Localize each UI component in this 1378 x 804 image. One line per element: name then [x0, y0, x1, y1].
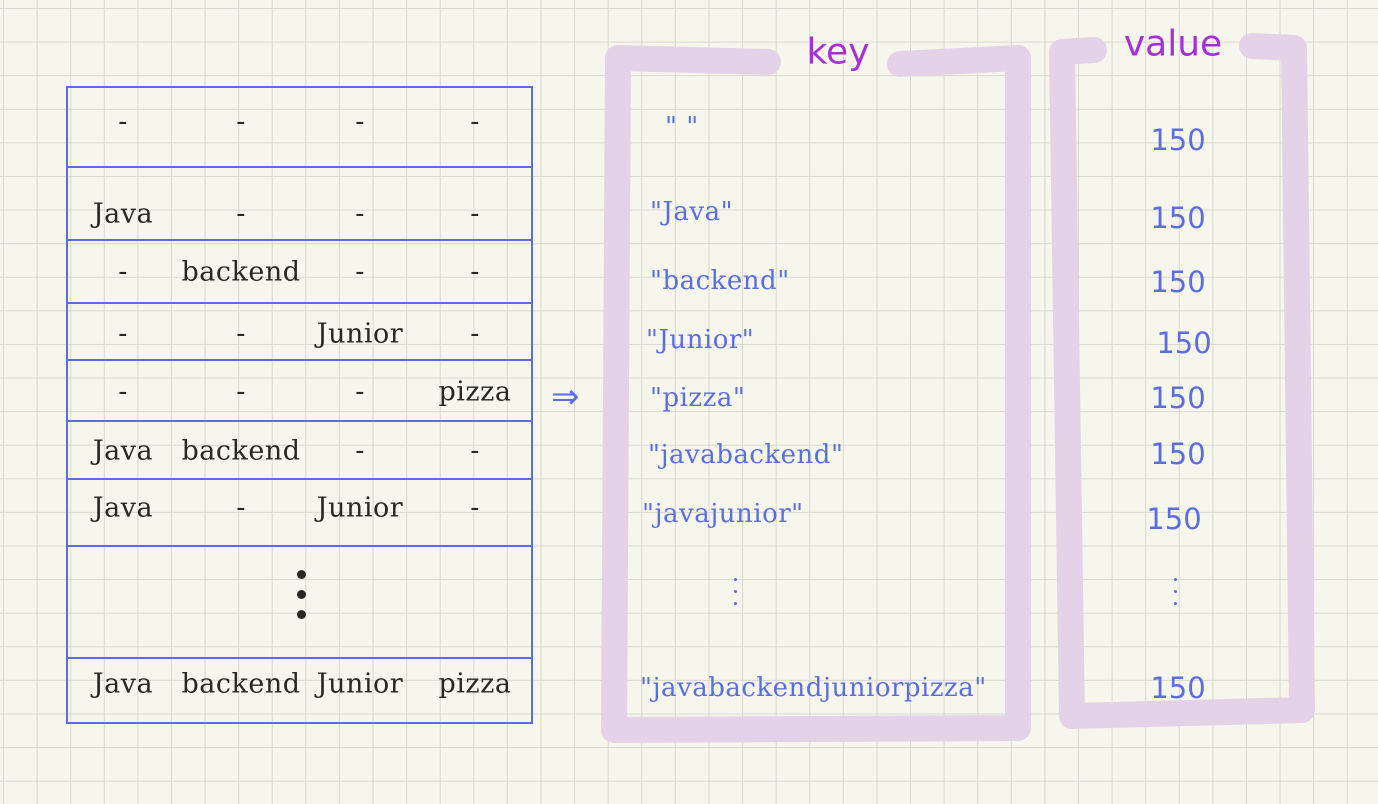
table-cell: - — [236, 318, 246, 350]
table-cell: backend — [181, 256, 301, 288]
table-row-divider — [66, 657, 533, 659]
key-header: key — [806, 31, 870, 73]
table-cell: backend — [181, 435, 301, 467]
key-ellipsis — [734, 578, 738, 614]
table-cell: - — [118, 318, 128, 350]
table-cell: backend — [181, 668, 301, 700]
table-cell: Java — [92, 668, 154, 700]
table-cell: Java — [92, 435, 154, 467]
table-cell: - — [470, 492, 480, 524]
table-row-divider — [66, 420, 533, 422]
map-value: 150 — [1150, 381, 1206, 415]
table-cell: - — [355, 376, 365, 408]
map-value: 150 — [1150, 201, 1206, 235]
table-cell: - — [355, 198, 365, 230]
table-cell: - — [355, 435, 365, 467]
table-cell: - — [118, 106, 128, 138]
table-cell: - — [470, 106, 480, 138]
map-value: 150 — [1150, 671, 1206, 705]
map-key: "pizza" — [650, 383, 746, 413]
map-key: "javabackendjuniorpizza" — [640, 673, 987, 703]
value-ellipsis — [1174, 578, 1178, 614]
table-cell: - — [236, 106, 246, 138]
table-cell: pizza — [438, 668, 512, 700]
table-cell: - — [118, 256, 128, 288]
table-cell: pizza — [438, 376, 512, 408]
map-value: 150 — [1156, 326, 1212, 360]
table-cell: - — [470, 256, 480, 288]
map-key: "javajunior" — [642, 499, 804, 529]
table-cell: - — [470, 198, 480, 230]
map-key: " " — [665, 112, 699, 142]
map-value: 150 — [1150, 123, 1206, 157]
table-cell: - — [236, 376, 246, 408]
table-row-divider — [66, 359, 533, 361]
table-cell: - — [470, 435, 480, 467]
value-header: value — [1123, 23, 1223, 65]
table-cell: - — [355, 256, 365, 288]
table-ellipsis — [297, 570, 307, 630]
table-row-divider — [66, 302, 533, 304]
table-row-divider — [66, 478, 533, 480]
table-cell: Junior — [316, 668, 404, 700]
map-key: "Java" — [650, 197, 734, 227]
map-value: 150 — [1150, 265, 1206, 299]
table-row-divider — [66, 239, 533, 241]
table-cell: - — [355, 106, 365, 138]
table-cell: - — [470, 318, 480, 350]
arrow-icon: ⇒ — [551, 377, 580, 417]
map-key: "backend" — [650, 266, 790, 296]
table-cell: - — [236, 492, 246, 524]
map-value: 150 — [1146, 502, 1202, 536]
map-key: "Junior" — [646, 325, 755, 355]
table-cell: - — [118, 376, 128, 408]
table-row-divider — [66, 166, 533, 168]
table-cell: Java — [92, 198, 154, 230]
table-cell: Java — [92, 492, 154, 524]
map-value: 150 — [1150, 437, 1206, 471]
combination-table — [66, 86, 533, 724]
table-cell: - — [236, 198, 246, 230]
table-cell: Junior — [316, 492, 404, 524]
map-key: "javabackend" — [648, 440, 844, 470]
table-cell: Junior — [316, 318, 404, 350]
table-row-divider — [66, 545, 533, 547]
